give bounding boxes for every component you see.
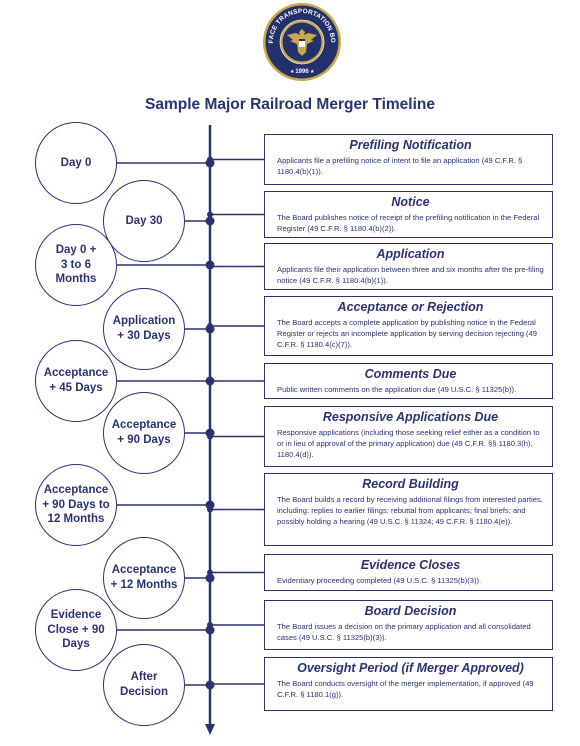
milestone-time-label: Acceptance + 12 Months <box>110 564 178 591</box>
milestone-title: Evidence Closes <box>360 558 461 572</box>
svg-text:★: ★ <box>310 69 315 75</box>
milestone-title: Board Decision <box>364 604 457 618</box>
timeline-dot <box>207 156 213 163</box>
milestone-description: Applicants file a prefiling notice of in… <box>277 156 523 176</box>
milestone-time-circle: Acceptance + 45 Days <box>35 340 117 422</box>
milestone-description: The Board builds a record by receiving a… <box>277 495 543 526</box>
milestone-description: The Board conducts oversight of the merg… <box>277 679 534 699</box>
milestone-title: Oversight Period (if Merger Approved) <box>297 661 524 675</box>
timeline-dot <box>207 622 213 628</box>
timeline-dot <box>205 216 215 226</box>
milestone-time-label: Day 0 + 3 to 6 Months <box>55 243 97 286</box>
milestone-title: Application <box>376 247 445 261</box>
milestone-description: Applicants file their application betwee… <box>277 265 544 285</box>
timeline-arrow-icon <box>205 724 215 735</box>
milestone-title: Comments Due <box>364 367 457 381</box>
milestone-time-label: Acceptance + 90 Days <box>111 419 177 446</box>
milestone-time-circle: Acceptance + 12 Months <box>103 537 185 619</box>
svg-text:★: ★ <box>290 69 295 75</box>
milestone-time-circle: Evidence Close + 90 Days <box>35 589 117 671</box>
timeline-dot <box>207 433 213 440</box>
timeline-dot <box>207 569 213 576</box>
timeline-dot <box>205 500 215 510</box>
timeline-dot <box>207 323 213 329</box>
timeline-dot <box>205 376 215 386</box>
milestone-title: Record Building <box>362 477 459 491</box>
milestone-time-circle: Application + 30 Days <box>103 288 185 370</box>
milestone-box: Oversight Period (if Merger Approved) The… <box>264 657 553 711</box>
milestone-description: Responsive applications (including those… <box>277 428 540 459</box>
milestone-description: The Board accepts a complete application… <box>277 318 538 349</box>
page-title: Sample Major Railroad Merger Timeline <box>145 96 435 113</box>
milestone-time-label: Day 30 <box>125 214 163 227</box>
milestone-time-label: Evidence Close + 90 Days <box>47 608 105 651</box>
milestone-title: Acceptance or Rejection <box>337 300 484 314</box>
timeline-dot <box>207 211 213 218</box>
milestone-time-circle: Day 30 <box>103 180 185 262</box>
milestone-title: Prefiling Notification <box>349 138 472 152</box>
timeline-dot <box>205 625 215 635</box>
milestone-time-circle: Day 0 + 3 to 6 Months <box>35 224 117 306</box>
milestone-description: Evidentiary proceeding completed (49 U.S… <box>277 576 482 585</box>
milestone-time-circle: Acceptance + 90 Days <box>103 392 185 474</box>
milestone-time-label: Acceptance + 45 Days <box>43 367 109 394</box>
milestone-description: The Board issues a decision on the prima… <box>277 622 531 642</box>
milestone-description: The Board publishes notice of receipt of… <box>277 213 540 233</box>
milestone-time-label: After Decision <box>120 671 168 698</box>
surface-transportation-board-seal: SURFACE TRANSPORTATION BOARD 1996 ★ ★ <box>262 2 341 81</box>
milestone-time-circle: After Decision <box>103 644 185 726</box>
milestone-time-circle: Acceptance + 90 Days to 12 Months <box>35 464 117 546</box>
milestone-title: Responsive Applications Due <box>322 410 499 424</box>
timeline-dot <box>205 573 215 583</box>
milestone-time-label: Application + 30 Days <box>112 315 176 342</box>
timeline-dot <box>207 506 213 513</box>
timeline-dot <box>205 680 215 690</box>
timeline-dot <box>207 263 213 270</box>
milestone-time-label: Acceptance + 90 Days to 12 Months <box>42 483 110 526</box>
milestone-time-circle: Day 0 <box>35 122 117 204</box>
milestone-time-label: Day 0 <box>60 156 92 169</box>
milestone-description: Public written comments on the applicati… <box>277 385 517 394</box>
svg-text:1996: 1996 <box>295 69 309 75</box>
milestone-title: Notice <box>391 195 430 209</box>
